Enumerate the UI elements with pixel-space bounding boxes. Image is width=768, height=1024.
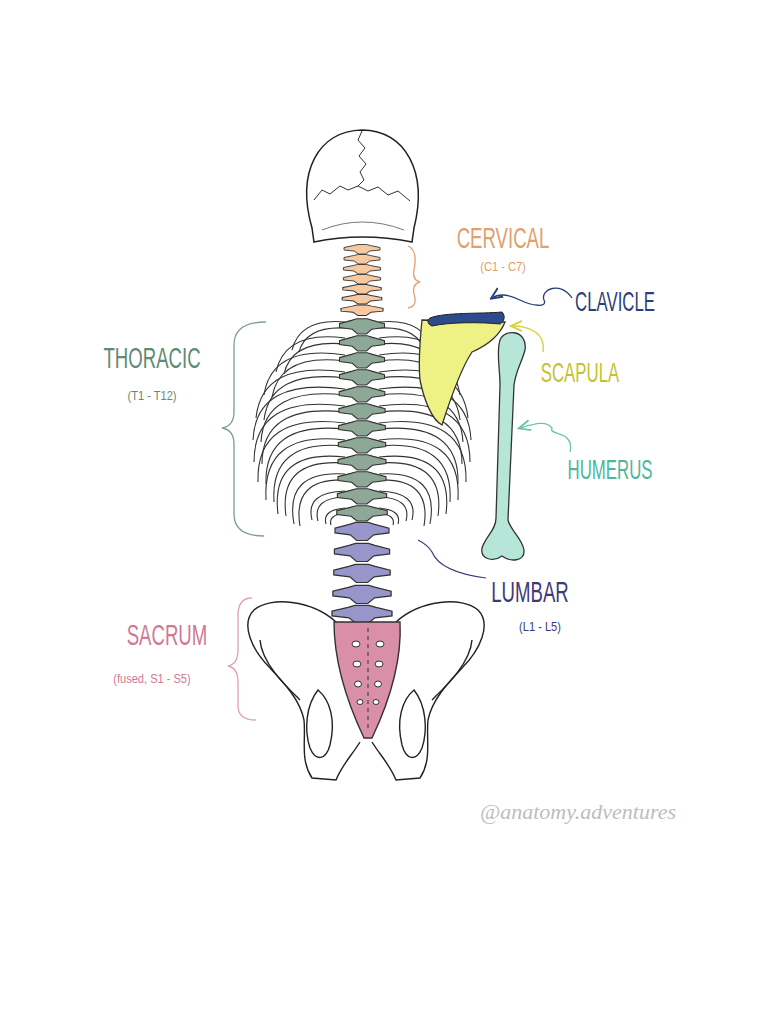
range-label: (fused, S1 - S5) bbox=[113, 672, 190, 685]
cervical-vertebrae bbox=[341, 245, 383, 316]
bone-label: CLAVICLE bbox=[575, 288, 655, 316]
thoracic-bracket bbox=[222, 322, 266, 536]
bone-label: HUMERUS bbox=[568, 456, 653, 484]
bone-label: SCAPULA bbox=[541, 359, 619, 387]
scapula-leader bbox=[512, 326, 543, 352]
range-label: (C1 - C7) bbox=[480, 260, 525, 273]
lumbar-leader bbox=[418, 540, 486, 578]
clavicle-leader bbox=[492, 288, 572, 305]
thoracic-vertebrae bbox=[337, 319, 387, 521]
skull bbox=[307, 130, 418, 242]
cervical-bracket bbox=[408, 246, 420, 308]
range-label: (L1 - L5) bbox=[519, 620, 561, 633]
watermark: @anatomy.adventures bbox=[480, 801, 676, 823]
lumbar-vertebrae bbox=[332, 522, 392, 623]
sacrum-bracket bbox=[228, 598, 256, 720]
region-label: CERVICAL bbox=[457, 223, 550, 253]
region-label: THORACIC bbox=[103, 343, 200, 373]
ribs bbox=[253, 322, 345, 526]
sacrum bbox=[334, 622, 400, 738]
humerus-bone bbox=[482, 333, 525, 560]
range-label: (T1 - T12) bbox=[128, 389, 177, 402]
region-label: SACRUM bbox=[127, 620, 208, 650]
clavicle-bone bbox=[428, 312, 504, 326]
humerus-leader bbox=[520, 423, 571, 452]
region-label: LUMBAR bbox=[491, 577, 569, 607]
scapula-bone bbox=[419, 320, 505, 425]
